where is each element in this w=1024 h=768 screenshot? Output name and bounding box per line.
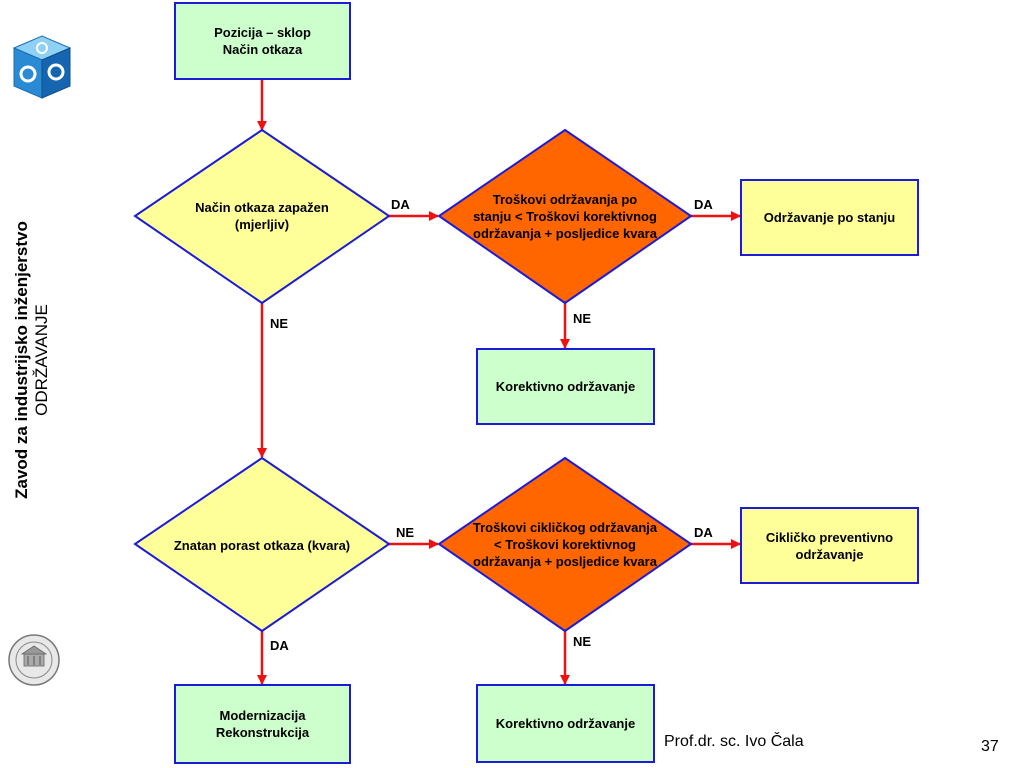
university-seal-icon <box>8 634 60 686</box>
result-condition-maintenance <box>740 179 919 256</box>
edge-label-cost-condition-no: NE <box>573 311 592 326</box>
institution-name: Zavod za industrijsko inženjerstvo <box>12 221 32 499</box>
result-corrective-1 <box>476 348 655 425</box>
department-name: ODRŽAVANJE <box>32 304 52 416</box>
edge-label-failure-rate-yes: DA <box>270 638 289 653</box>
edge-label-cost-cyclic-yes: DA <box>694 525 713 540</box>
edge-label-observed-no: NE <box>270 316 289 331</box>
logo-cube-icon <box>12 35 72 99</box>
edge-label-observed-yes: DA <box>391 197 410 212</box>
result-cyclic-preventive <box>740 507 919 584</box>
sidebar-title: Zavod za industrijsko inženjerstvo ODRŽA… <box>4 190 60 530</box>
edge-label-cost-condition-yes: DA <box>694 197 713 212</box>
decision-observed <box>133 128 391 305</box>
result-corrective-2 <box>476 684 655 763</box>
decision-cost-cyclic <box>437 456 693 633</box>
page-number: 37 <box>981 738 999 755</box>
result-modernization <box>174 684 351 764</box>
decision-failure-rate <box>133 456 391 633</box>
edge-label-failure-rate-no: NE <box>396 525 415 540</box>
decision-cost-condition <box>437 128 693 305</box>
author-credit: Prof.dr. sc. Ivo Čala <box>664 733 804 750</box>
edge-label-cost-cyclic-no: NE <box>573 634 592 649</box>
start-node <box>174 2 351 80</box>
